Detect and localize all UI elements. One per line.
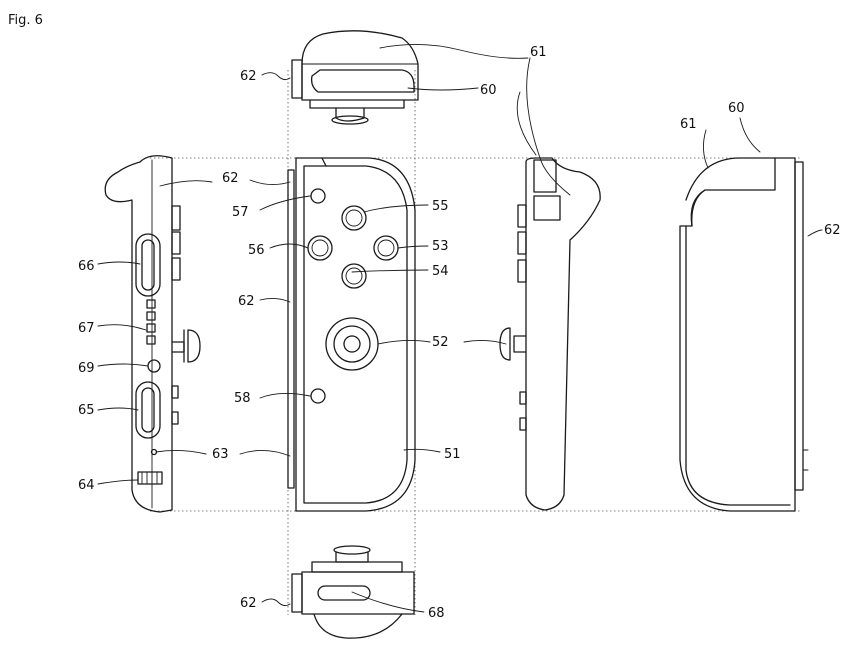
reference-numerals: 62 61 60 61 60 62 57 55 56 53 54 62 66 6… <box>78 45 841 621</box>
label-65: 65 <box>78 403 95 418</box>
projection-lines <box>150 70 800 615</box>
figure-title: Fig. 6 <box>8 13 43 28</box>
label-60-back: 60 <box>728 101 745 116</box>
label-52: 52 <box>432 335 449 350</box>
label-68: 68 <box>428 606 445 621</box>
right-side-view <box>499 157 601 511</box>
top-view <box>291 30 419 125</box>
bottom-view <box>291 545 415 639</box>
label-61-top: 61 <box>530 45 547 60</box>
label-60-top: 60 <box>480 83 497 98</box>
label-61-back: 61 <box>680 117 697 132</box>
label-62-top: 62 <box>240 69 257 84</box>
label-62-side: 62 <box>222 171 239 186</box>
label-67: 67 <box>78 321 95 336</box>
label-63: 63 <box>212 447 229 462</box>
label-66: 66 <box>78 259 95 274</box>
label-69: 69 <box>78 361 95 376</box>
label-62-back: 62 <box>824 223 841 238</box>
label-54: 54 <box>432 264 449 279</box>
label-51: 51 <box>444 447 461 462</box>
label-64: 64 <box>78 478 95 493</box>
label-62-bottom: 62 <box>240 596 257 611</box>
label-56: 56 <box>248 243 265 258</box>
label-55: 55 <box>432 199 449 214</box>
left-side-view <box>104 155 201 513</box>
leader-lines <box>97 44 823 613</box>
label-58: 58 <box>234 391 251 406</box>
back-view <box>679 157 809 512</box>
front-view <box>287 157 416 512</box>
label-62-front: 62 <box>238 294 255 309</box>
label-53: 53 <box>432 239 449 254</box>
label-57: 57 <box>232 205 249 220</box>
